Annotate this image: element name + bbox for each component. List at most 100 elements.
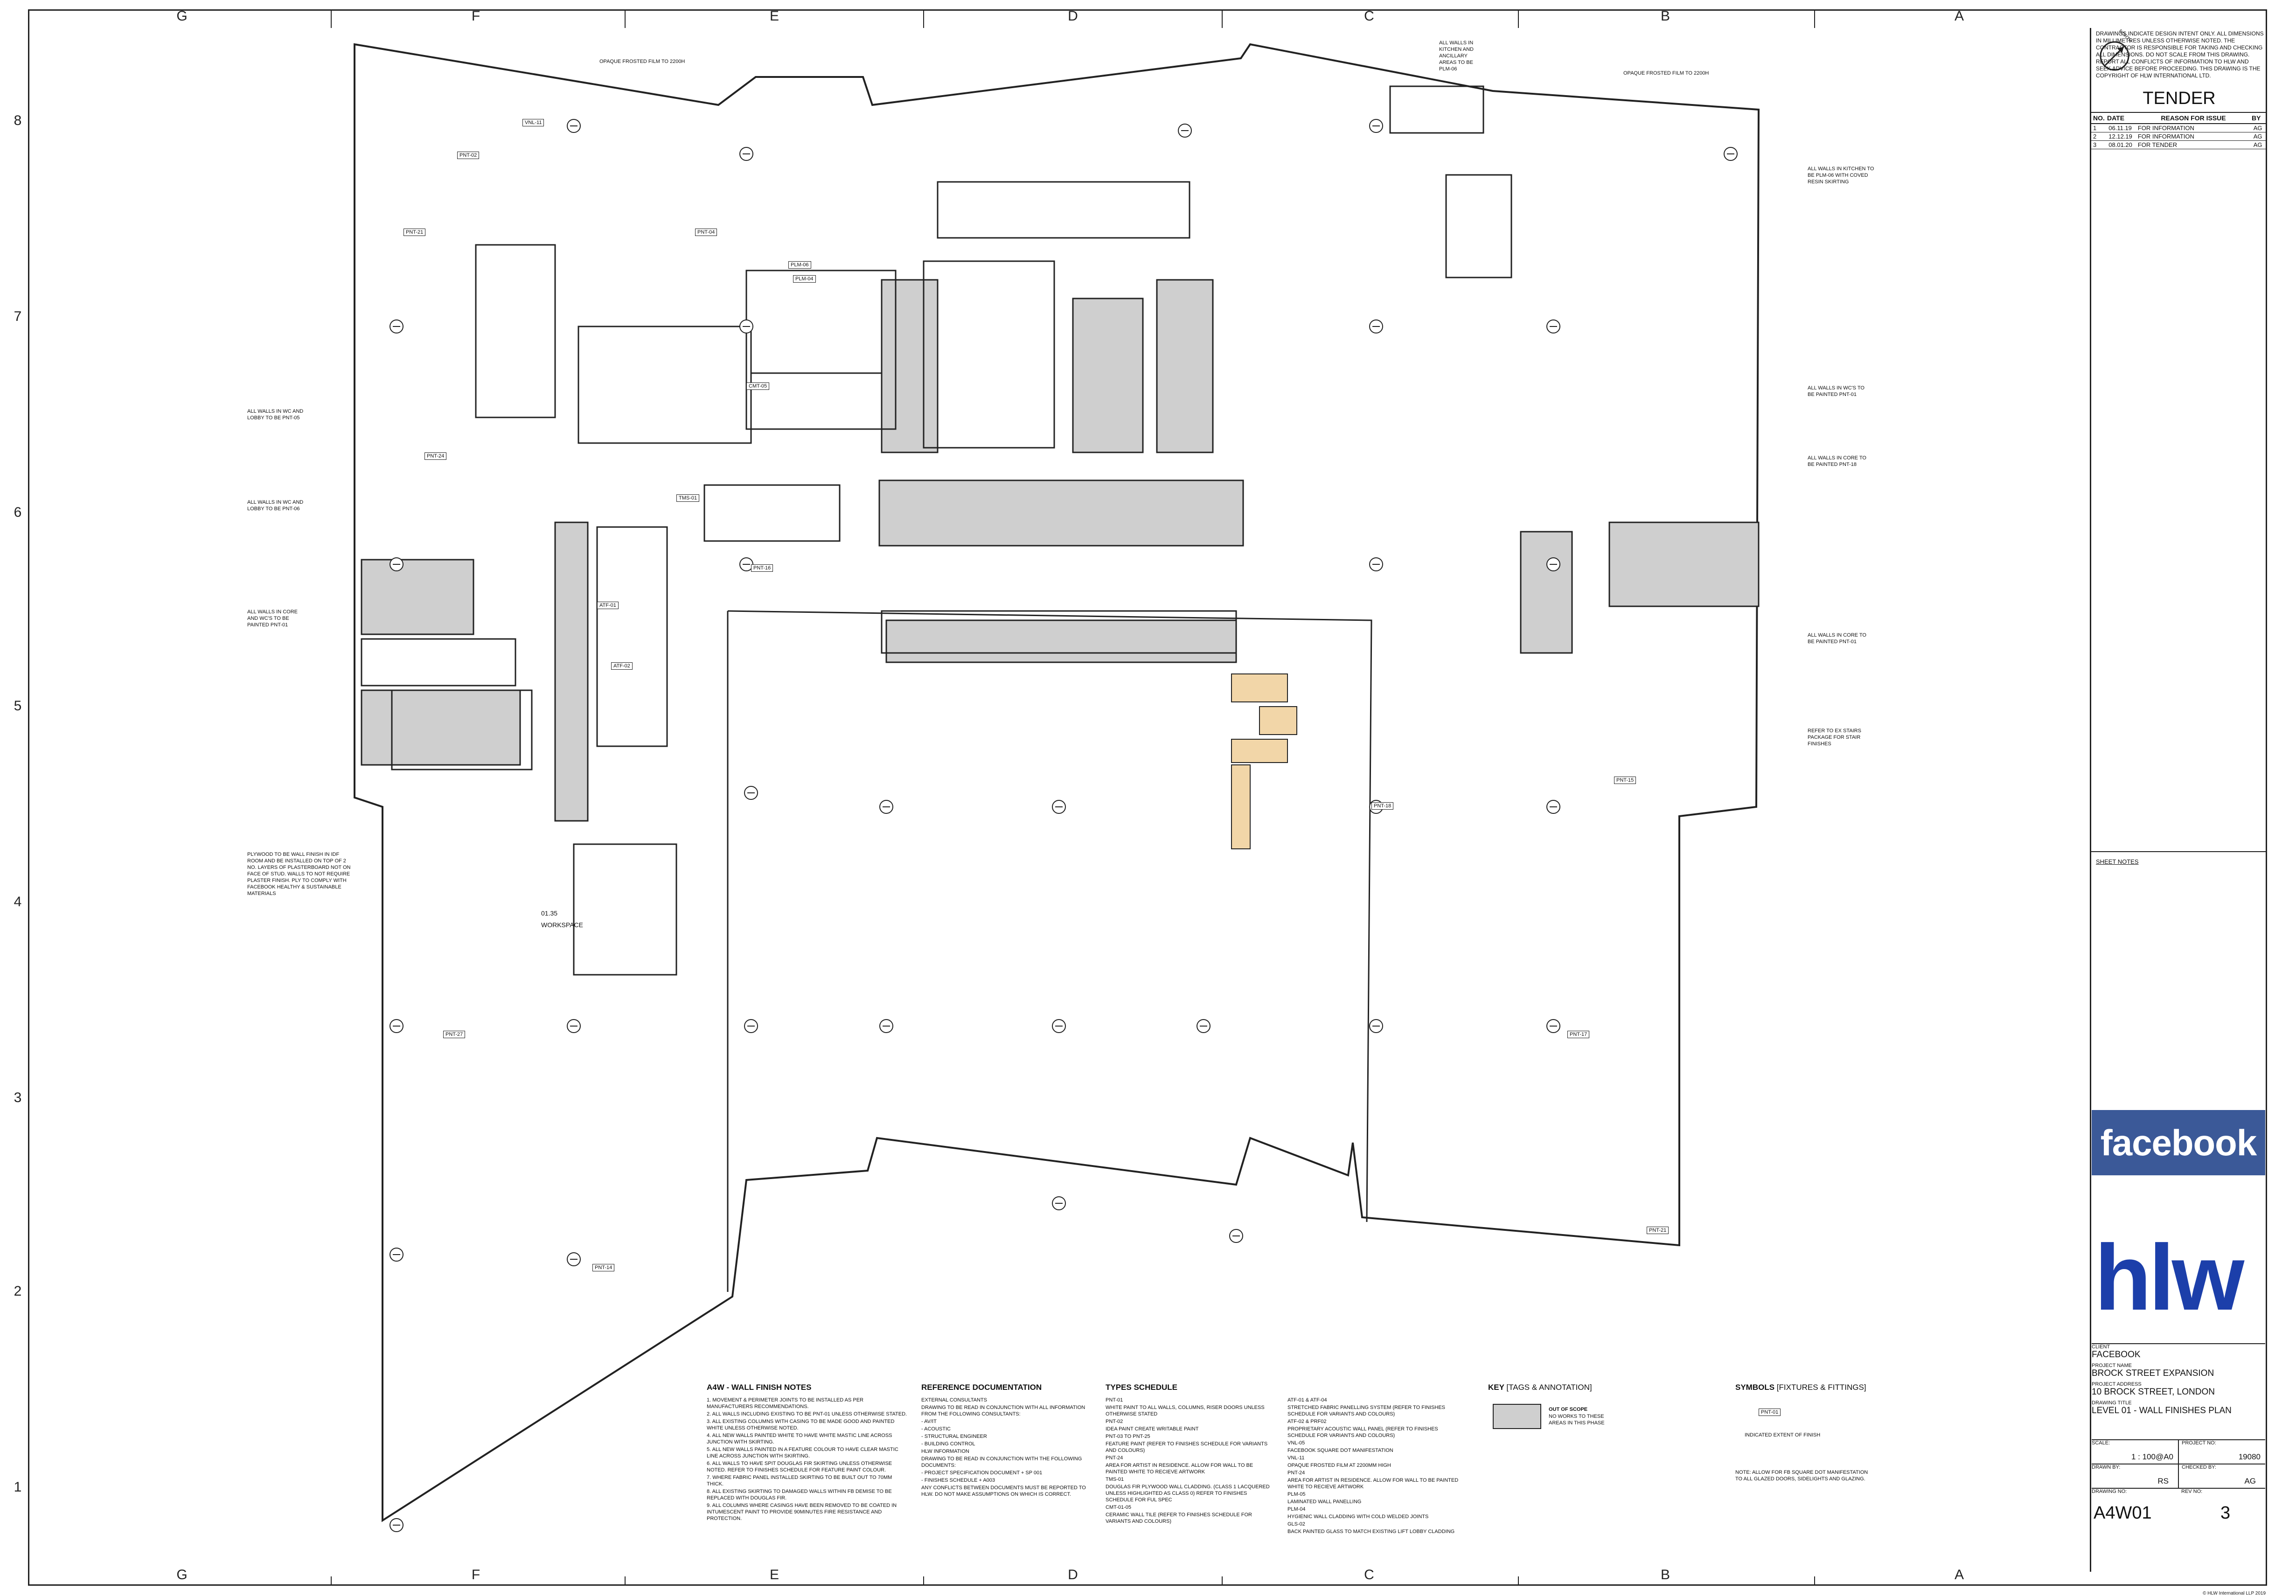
- revision-by: AG: [2253, 125, 2262, 132]
- revision-reason: FOR TENDER: [2137, 141, 2178, 148]
- core-south-lift: [885, 619, 1237, 663]
- wall-notes-title: A4W - WALL FINISH NOTES: [707, 1383, 812, 1392]
- pods-west-1: [577, 326, 752, 444]
- project: BROCK STREET EXPANSION: [2092, 1368, 2214, 1378]
- status: TENDER: [2143, 89, 2216, 108]
- meeting-top-2: [923, 260, 1055, 449]
- stair-east-flight-2: [1259, 706, 1297, 735]
- note-line: DRAWING TO BE READ IN CONJUNCTION WITH T…: [921, 1456, 1082, 1468]
- finish-tag: PNT-24: [424, 452, 447, 460]
- note-line: FEATURE PAINT (REFER TO FINISHES SCHEDUL…: [1106, 1441, 1268, 1453]
- finish-tag: PNT-04: [695, 229, 717, 236]
- finish-tag: CMT-05: [746, 382, 770, 390]
- north-icon: [2100, 41, 2129, 71]
- client-label: CLIENT: [2092, 1344, 2110, 1350]
- grid-label-row: 2: [14, 1284, 22, 1299]
- annotation-top-2: OPAQUE FROSTED FILM TO 2200H: [1623, 70, 1709, 76]
- grid-label-row: 6: [14, 505, 22, 520]
- drawnby: RS: [2157, 1477, 2169, 1485]
- grid-label-col: G: [176, 1567, 188, 1582]
- key-item-title: OUT OF SCOPE: [1549, 1407, 1588, 1412]
- drawingno-label: DRAWING NO:: [2092, 1489, 2127, 1494]
- note-line: - BUILDING CONTROL: [921, 1441, 975, 1447]
- core-east: [1608, 521, 1760, 607]
- note-line: EXTERNAL CONSULTANTS: [921, 1397, 987, 1403]
- title-block: NORTH DRAWINGS INDICATE DESIGN INTENT ON…: [2090, 28, 2267, 1572]
- room-south-core: [881, 610, 1237, 654]
- room-west-wc: [596, 526, 668, 747]
- inner-edge: [727, 610, 1372, 1222]
- rev-header-no: NO.: [2093, 114, 2105, 122]
- note-line: CERAMIC WALL TILE (REFER TO FINISHES SCH…: [1106, 1512, 1252, 1524]
- annotation-right-6: REFER TO EX STAIRS PACKAGE FOR STAIR FIN…: [1808, 728, 1861, 747]
- finish-tag: TMS-01: [676, 494, 700, 502]
- note-line: AREA FOR ARTIST IN RESIDENCE. ALLOW FOR …: [1287, 1478, 1459, 1490]
- projno-label: PROJECT NO:: [2182, 1440, 2216, 1446]
- room-west-wc-2: [361, 638, 516, 687]
- note-line: PNT-01: [1106, 1397, 1123, 1403]
- finish-tag: PNT-18: [1371, 802, 1394, 810]
- project-label: PROJECT NAME: [2092, 1363, 2132, 1368]
- note-line: VNL-05: [1287, 1440, 1305, 1446]
- floor-plan: [331, 9, 1815, 1586]
- grid-label-col: C: [1364, 1567, 1374, 1582]
- grid-label-row: 5: [14, 698, 22, 714]
- grid-label-col: G: [176, 8, 188, 24]
- grid-label-row: 4: [14, 894, 22, 909]
- note-line: - FINISHES SCHEDULE + A003: [921, 1478, 995, 1483]
- copyright: © HLW International LLP 2019: [2203, 1591, 2266, 1596]
- project-info: CLIENT FACEBOOK PROJECT NAME BROCK STREE…: [2092, 1343, 2265, 1526]
- finish-tag: ATF-02: [611, 662, 633, 670]
- revision-no: 1: [2093, 125, 2097, 132]
- note-line: PNT-02: [1106, 1419, 1123, 1424]
- note-line: WHITE PAINT TO ALL WALLS, COLUMNS, RISER…: [1106, 1405, 1265, 1417]
- drawnby-label: DRAWN BY:: [2092, 1464, 2121, 1470]
- revision-by: AG: [2253, 133, 2262, 140]
- revision-date: 12.12.19: [2108, 133, 2132, 140]
- note-line: PLM-04: [1287, 1506, 1306, 1512]
- note-line: PNT-24: [1287, 1470, 1305, 1476]
- stair-south: [1231, 764, 1251, 849]
- note-line: PLM-05: [1287, 1492, 1306, 1497]
- annotation-left-1: ALL WALLS IN WC AND LOBBY TO BE PNT-05: [247, 409, 304, 421]
- sheet-notes: SHEET NOTES: [2096, 858, 2139, 865]
- grid-label-col: A: [1954, 1567, 1964, 1582]
- note-line: FACEBOOK SQUARE DOT MANIFESTATION: [1287, 1448, 1393, 1453]
- meeting-top-1: [937, 181, 1190, 239]
- annotation-right-4: ALL WALLS IN CORE TO BE PAINTED PNT-18: [1808, 455, 1866, 467]
- note-line: DOUGLAS FIR PLYWOOD WALL CLADDING. (CLAS…: [1106, 1484, 1270, 1503]
- core-north-stair-left: [881, 279, 939, 453]
- note-line: STRETCHED FABRIC PANELLING SYSTEM (REFER…: [1287, 1405, 1446, 1417]
- finish-tag: VNL-11: [522, 119, 544, 126]
- address-label: PROJECT ADDRESS: [2092, 1381, 2142, 1387]
- core-west-2: [554, 521, 589, 822]
- core-north-stair-right: [1156, 279, 1214, 453]
- grid-label-row: 1: [14, 1479, 22, 1495]
- note-line: BACK PAINTED GLASS TO MATCH EXISTING LIF…: [1287, 1529, 1455, 1534]
- reference-title: REFERENCE DOCUMENTATION: [921, 1383, 1042, 1392]
- note-line: VNL-11: [1287, 1455, 1305, 1461]
- workspace-label: WORKSPACE: [541, 921, 583, 929]
- core-west: [361, 559, 474, 635]
- symbols-tag: PNT-01: [1759, 1409, 1781, 1416]
- note-line: PROPRIETARY ACOUSTIC WALL PANEL (REFER T…: [1287, 1426, 1438, 1438]
- kitchen-block: [745, 270, 897, 430]
- wall-notes-list: 1. MOVEMENT & PERIMETER JOINTS TO BE INS…: [707, 1397, 907, 1523]
- reference-list: EXTERNAL CONSULTANTS DRAWING TO BE READ I…: [921, 1397, 1094, 1499]
- note-line: PNT-03 TO PNT-25: [1106, 1434, 1150, 1439]
- revision-reason: FOR INFORMATION: [2137, 133, 2194, 140]
- note-line: HYGIENIC WALL CLADDING WITH COLD WELDED …: [1287, 1514, 1429, 1520]
- finish-tag: PNT-15: [1614, 777, 1636, 784]
- annotation-right-3: ALL WALLS IN WC'S TO BE PAINTED PNT-01: [1808, 385, 1865, 397]
- projno: 19080: [2238, 1452, 2261, 1461]
- scale: 1 : 100@A0: [2131, 1452, 2173, 1461]
- rev-header-reason: REASON FOR ISSUE: [2161, 114, 2226, 122]
- grid-label-col: D: [1068, 8, 1078, 24]
- note-line: 1. MOVEMENT & PERIMETER JOINTS TO BE INS…: [707, 1397, 863, 1409]
- note-line: 8. ALL EXISTING SKIRTING TO DAMAGED WALL…: [707, 1489, 892, 1501]
- note-line: - PROJECT SPECIFICATION DOCUMENT + SP 00…: [921, 1470, 1043, 1476]
